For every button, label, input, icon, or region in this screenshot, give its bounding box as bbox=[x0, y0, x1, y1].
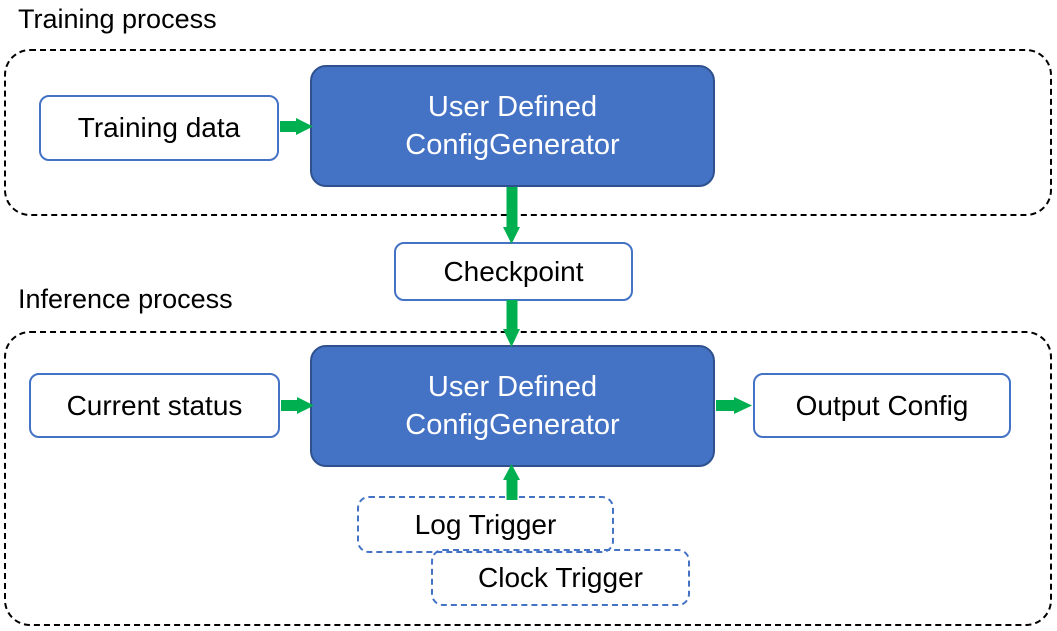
inference-config-generator-line2: ConfigGenerator bbox=[405, 409, 620, 441]
training-config-generator-line2: ConfigGenerator bbox=[405, 129, 620, 161]
training-process-container bbox=[4, 49, 1052, 216]
checkpoint-node[interactable]: Checkpoint bbox=[394, 242, 633, 301]
log-trigger-node[interactable]: Log Trigger bbox=[357, 496, 614, 553]
inference-config-generator-line1: User Defined bbox=[427, 370, 598, 403]
current-status-node[interactable]: Current status bbox=[29, 373, 280, 438]
inference-config-generator-block[interactable]: User Defined ConfigGenerator bbox=[310, 345, 715, 467]
training-data-node[interactable]: Training data bbox=[39, 95, 279, 161]
training-config-generator-line1: User Defined bbox=[427, 90, 598, 123]
training-process-label: Training process bbox=[18, 4, 217, 34]
clock-trigger-node[interactable]: Clock Trigger bbox=[431, 549, 690, 606]
inference-process-label: Inference process bbox=[18, 284, 233, 314]
training-config-generator-block[interactable]: User Defined ConfigGenerator bbox=[310, 65, 715, 187]
output-config-node[interactable]: Output Config bbox=[753, 373, 1011, 438]
inference-process-container bbox=[4, 331, 1052, 626]
